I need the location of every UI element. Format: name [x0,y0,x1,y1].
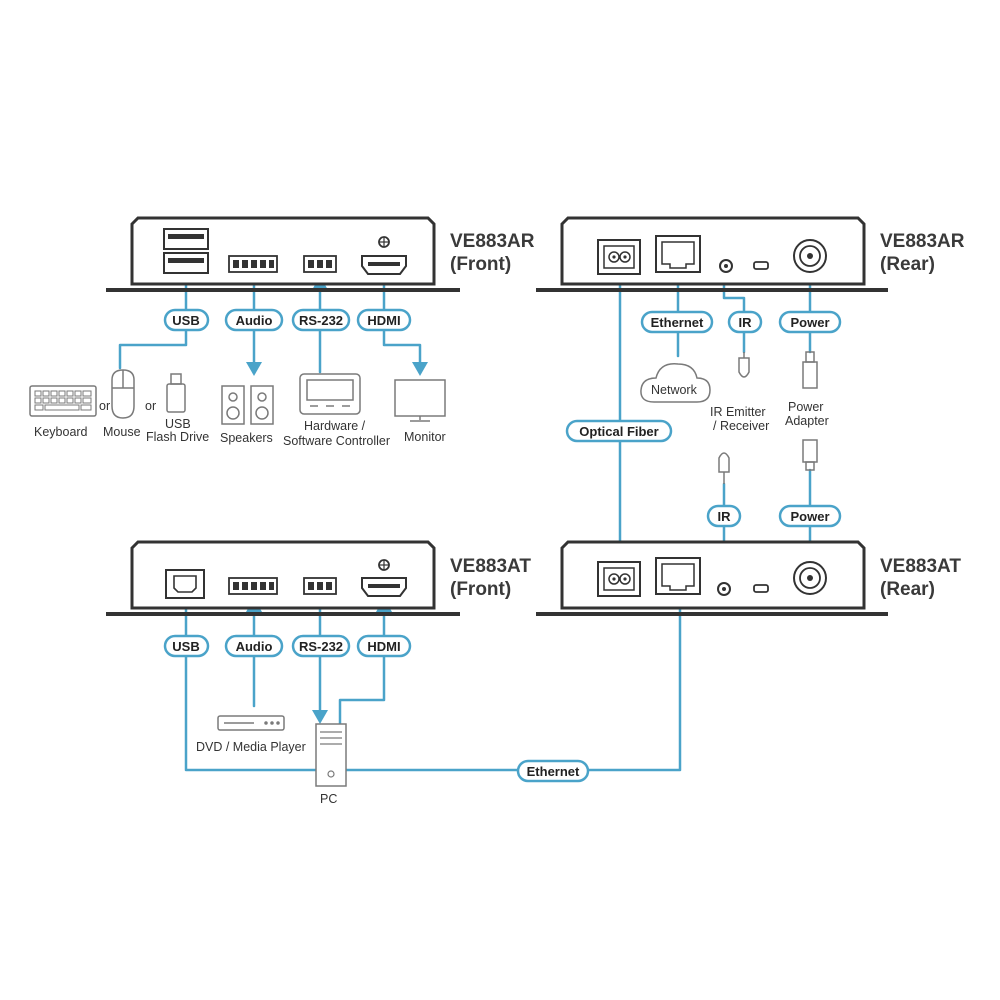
power-adapter-label-1: Power [788,400,823,414]
power-label-ar: Power [790,315,829,330]
controller-icon [299,373,361,415]
ve883at-front-device [106,540,460,616]
optical-fiber-label: Optical Fiber [579,424,658,439]
usb-flash-label-2: Flash Drive [146,430,209,444]
cables [118,280,812,772]
audio-label-ar: Audio [236,313,273,328]
arrow-audio-ar [246,362,262,376]
ethernet-label-at: Ethernet [527,764,580,779]
dvd-player-label: DVD / Media Player [196,740,306,754]
ethernet-port-icon [655,235,701,273]
rs232-label-at: RS-232 [299,639,343,654]
audio-terminal-icon [228,255,278,273]
controller-label-2: Software Controller [283,434,390,448]
ar-rear-model: VE883AR [880,231,965,252]
usb-flash-label-1: USB [165,417,191,431]
keyboard-label: Keyboard [34,425,88,439]
monitor-icon [394,379,446,422]
mouse-label: Mouse [103,425,141,439]
mouse-icon [111,369,135,419]
ir-label-at: IR [718,509,732,524]
power-adapter-icon [802,351,818,389]
ar-front-model: VE883AR [450,231,535,252]
monitor-label: Monitor [404,430,446,444]
ir-label-ar: IR [739,315,753,330]
ethernet-cable-at [344,598,682,772]
power-jack-icon [793,239,827,273]
at-front-side: (Front) [450,579,511,600]
power-label-at: Power [790,509,829,524]
power-adapter-label-2: Adapter [785,414,829,428]
pc-label: PC [320,792,337,806]
ve883ar-front-device [106,216,460,292]
audio-terminal-icon [228,577,278,595]
or-label-1: or [99,399,110,413]
power-plug-icon [802,439,818,471]
optical-fiber-port-icon [597,239,641,275]
ve883at-rear-device [536,540,888,616]
ir-receiver-icon [718,452,730,484]
audio-label-at: Audio [236,639,273,654]
at-front-model: VE883AT [450,556,531,577]
network-label: Network [651,383,698,397]
arrow-rs232-at [312,710,328,724]
ar-front-side: (Front) [450,254,511,275]
ir-emitter-label-2: / Receiver [713,419,769,433]
pills: USB Audio RS-232 HDMI Ethernet IR Power … [163,308,842,783]
ar-rear-side: (Rear) [880,254,935,275]
speakers-icon [221,385,274,425]
hdmi-label-at: HDMI [367,639,400,654]
ethernet-label-ar: Ethernet [651,315,704,330]
hdmi-port-icon [361,236,407,275]
dvd-player-icon [217,715,285,731]
ir-emitter-label-1: IR Emitter [710,405,766,419]
micro-usb-port-icon [753,584,769,593]
optical-fiber-port-icon [597,561,641,597]
network-cloud-icon [640,363,711,403]
or-label-2: or [145,399,156,413]
arrow-hdmi-ar [412,362,428,376]
usb-label-at: USB [172,639,199,654]
usb-b-port-icon [165,569,205,599]
hdmi-label-ar: HDMI [367,313,400,328]
micro-usb-port-icon [753,261,769,270]
controller-label-1: Hardware / [304,419,366,433]
speakers-label: Speakers [220,431,273,445]
keyboard-icon [29,385,97,417]
rs232-terminal-icon [303,255,337,273]
rs232-label-ar: RS-232 [299,313,343,328]
usb-label-ar: USB [172,313,199,328]
rs232-terminal-icon [303,577,337,595]
ir-emitter-icon [738,352,750,378]
at-rear-side: (Rear) [880,579,935,600]
pc-tower-icon [315,723,347,787]
hdmi-port-icon [361,559,407,597]
ethernet-port-icon [655,557,701,595]
at-rear-model: VE883AT [880,556,961,577]
hdmi-cable-at [338,610,386,726]
power-jack-icon [793,561,827,595]
usb-flash-drive-icon [166,373,186,413]
ve883ar-rear-device [536,216,888,292]
